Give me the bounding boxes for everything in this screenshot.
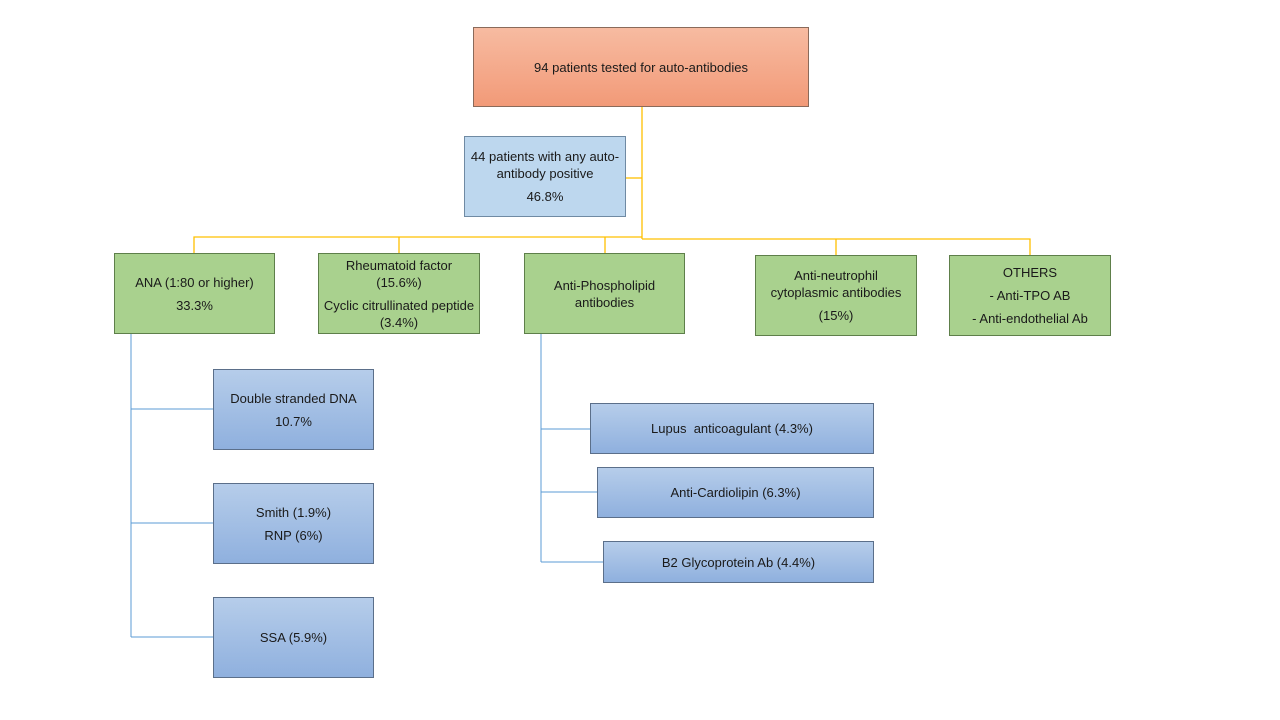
anca-label-line-1: Anti-neutrophil bbox=[794, 268, 878, 283]
summary-line-2: antibody positive bbox=[496, 166, 594, 181]
positive-summary-node: 44 patients with any auto- antibody posi… bbox=[464, 136, 626, 217]
others-item-endothelial: - Anti-endothelial Ab bbox=[972, 311, 1088, 326]
others-heading: OTHERS bbox=[1002, 265, 1058, 280]
smith-rnp-node: Smith (1.9%) RNP (6%) bbox=[213, 483, 374, 564]
apl-label-line-2: antibodies bbox=[574, 294, 635, 310]
lupus-label: Lupus anticoagulant (4.3%) bbox=[651, 421, 813, 436]
b2gp-label: B2 Glycoprotein Ab (4.4%) bbox=[661, 554, 816, 570]
blue-connectors bbox=[130, 333, 603, 638]
others-item-tpo: - Anti-TPO AB bbox=[989, 288, 1071, 303]
rnp-label: RNP (6%) bbox=[264, 527, 323, 543]
summary-percent: 46.8% bbox=[526, 189, 564, 204]
anca-node: Anti-neutrophil cytoplasmic antibodies (… bbox=[755, 255, 917, 336]
ccp-percent: (3.4%) bbox=[379, 314, 419, 330]
dsdna-percent: 10.7% bbox=[275, 413, 312, 429]
anca-percent: (15%) bbox=[818, 308, 854, 323]
right-bus-line bbox=[642, 238, 1031, 255]
rf-percent: (15.6%) bbox=[376, 274, 422, 290]
ccp-label: Cyclic citrullinated peptide bbox=[323, 297, 475, 313]
anca-label-line-2: cytoplasmic antibodies bbox=[770, 285, 902, 300]
anti-phospholipid-node: Anti-Phospholipid antibodies bbox=[524, 253, 685, 334]
ssa-label: SSA (5.9%) bbox=[259, 630, 328, 645]
rheumatoid-factor-node: Rheumatoid factor (15.6%) Cyclic citrull… bbox=[318, 253, 480, 334]
dsdna-node: Double stranded DNA 10.7% bbox=[213, 369, 374, 450]
ana-percent: 33.3% bbox=[176, 297, 213, 313]
others-node: OTHERS - Anti-TPO AB - Anti-endothelial … bbox=[949, 255, 1111, 336]
summary-line-1: 44 patients with any auto- bbox=[470, 149, 620, 164]
lupus-anticoagulant-node: Lupus anticoagulant (4.3%) bbox=[590, 403, 874, 454]
ana-label: ANA (1:80 or higher) bbox=[135, 274, 254, 290]
root-node: 94 patients tested for auto-antibodies bbox=[473, 27, 809, 107]
left-bus-line bbox=[193, 236, 642, 253]
ssa-node: SSA (5.9%) bbox=[213, 597, 374, 678]
anti-cardiolipin-node: Anti-Cardiolipin (6.3%) bbox=[597, 467, 874, 518]
dsdna-label: Double stranded DNA bbox=[230, 390, 357, 406]
gold-connectors bbox=[193, 107, 1031, 255]
apl-label-line-1: Anti-Phospholipid bbox=[553, 277, 656, 293]
rf-label: Rheumatoid factor bbox=[345, 257, 453, 273]
root-text: 94 patients tested for auto-antibodies bbox=[534, 59, 748, 75]
b2-glycoprotein-node: B2 Glycoprotein Ab (4.4%) bbox=[603, 541, 874, 583]
smith-label: Smith (1.9%) bbox=[255, 504, 332, 520]
ana-node: ANA (1:80 or higher) 33.3% bbox=[114, 253, 275, 334]
cardiolipin-label: Anti-Cardiolipin (6.3%) bbox=[670, 485, 801, 500]
